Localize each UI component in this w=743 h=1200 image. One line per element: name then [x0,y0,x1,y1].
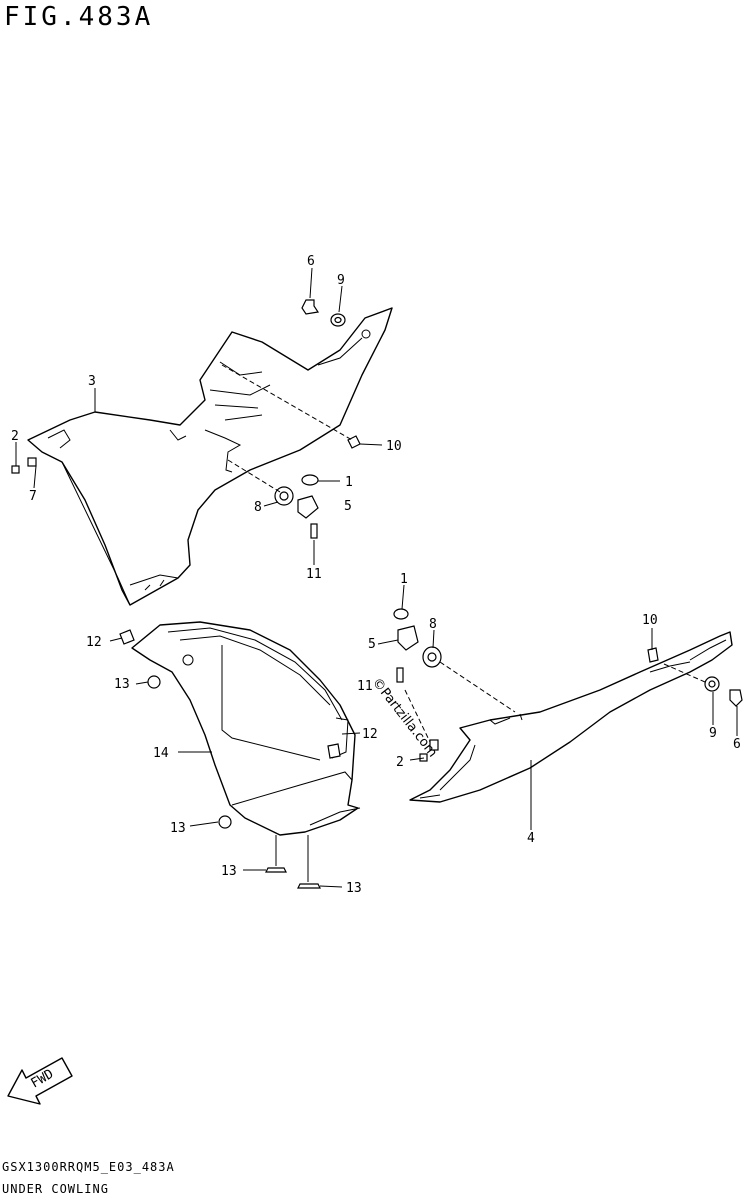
label-6-lower: 6 [733,737,741,752]
figure-code: GSX1300RRQM5_E03_483A [2,1160,175,1174]
part-3-cowling-upper [27,307,393,606]
label-1-lower: 1 [400,572,408,587]
label-12-right: 12 [362,727,378,742]
label-2-lower: 2 [396,755,404,770]
bolt-11-upper [310,523,318,539]
callout-labels: 6 9 3 2 7 10 1 5 8 11 1 5 8 10 9 6 11 2 … [11,254,741,896]
figure-title: FIG.483A [4,2,154,32]
label-12-left: 12 [86,635,102,650]
label-13-a: 13 [114,677,130,692]
bolt-11-lower [396,667,404,683]
label-6-upper: 6 [307,254,315,269]
fastener-13-d [297,883,321,889]
label-5-lower: 5 [368,637,376,652]
clip-10-lower [647,647,659,663]
screw-2-lower [419,753,428,762]
screw-2-upper [11,465,20,474]
label-13-b: 13 [170,821,186,836]
nut-1-lower [393,608,409,620]
label-1-upper: 1 [345,475,353,490]
fastener-13-a [147,675,161,689]
part-14-inner-panel [131,621,361,836]
screw-6-lower [729,689,743,707]
label-7-upper: 7 [29,489,37,504]
nut-7-lower [429,739,439,751]
label-4: 4 [527,831,535,846]
nut-7-upper [27,457,37,467]
label-10-lower: 10 [642,613,658,628]
label-13-d: 13 [346,881,362,896]
fastener-13-b [218,815,232,829]
bracket-5-lower [397,625,419,651]
hardware-group [11,299,743,889]
label-9-upper: 9 [337,273,345,288]
label-13-c: 13 [221,864,237,879]
label-10-upper: 10 [386,439,402,454]
part-4-cowling-lower-right [409,631,733,803]
bracket-5-upper [297,495,319,519]
fastener-13-c [265,867,287,873]
fwd-arrow: FWD [7,1057,73,1105]
label-9-lower: 9 [709,726,717,741]
label-8-lower: 8 [429,617,437,632]
screw-6-upper [301,299,320,315]
label-14: 14 [153,746,169,761]
label-11-lower: 11 [357,679,373,694]
clip-12-left [119,629,135,645]
label-5-upper: 5 [344,499,352,514]
leader-lines [15,267,738,888]
label-8-upper: 8 [254,500,262,515]
label-3: 3 [88,374,96,389]
clip-10-upper [347,435,361,449]
figure-name: UNDER COWLING [2,1182,109,1196]
label-2-upper: 2 [11,429,19,444]
nut-1-upper [301,474,319,486]
clip-12-right [327,743,341,759]
label-11-upper: 11 [306,567,322,582]
watermark: ©Partzilla.com [369,675,440,760]
